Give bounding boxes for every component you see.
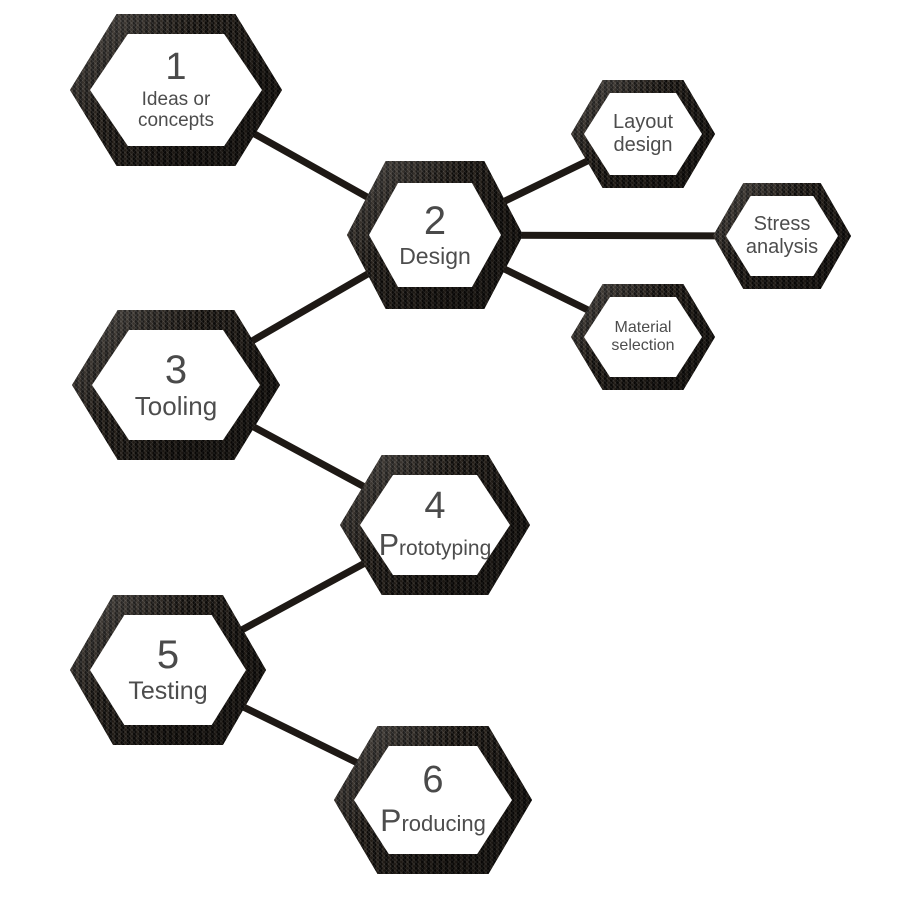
node-tooling-body: 3 Tooling [92,330,260,440]
node-stress-body: Stress analysis [726,196,838,276]
node-ideas-body: 1 Ideas or concepts [90,34,262,146]
node-material-selection: Material selection [571,284,715,390]
node-number: 1 [165,45,187,88]
node-stress-analysis: Stress analysis [713,183,851,289]
node-label: Stress analysis [745,213,819,258]
node-design-body: 2 Design [369,183,501,287]
node-label: Prototyping [378,527,492,562]
node-prototyping: 4 Prototyping [340,455,530,595]
node-label: Testing [128,677,208,706]
node-prototyping-body: 4 Prototyping [360,475,510,575]
node-producing: 6 Producing [334,726,532,874]
node-number: 4 [424,485,446,528]
node-testing-body: 5 Testing [90,615,246,725]
node-label: Design [399,243,471,270]
node-number: 3 [164,347,188,392]
node-ideas-or-concepts: 1 Ideas or concepts [70,14,282,166]
node-tooling: 3 Tooling [72,310,280,460]
node-producing-body: 6 Producing [354,746,512,854]
node-label: Producing [380,802,486,839]
node-label: Material selection [611,318,675,354]
node-number: 2 [423,199,447,244]
node-testing: 5 Testing [70,595,266,745]
node-label: Layout design [612,111,674,156]
node-number: 6 [422,759,444,802]
node-material-body: Material selection [584,297,702,377]
node-label: Tooling [134,390,218,421]
node-number: 5 [156,633,180,678]
node-layout-design: Layout design [571,80,715,188]
node-layout-body: Layout design [584,93,702,175]
node-label: Ideas or concepts [137,88,215,132]
node-design: 2 Design [347,161,523,309]
